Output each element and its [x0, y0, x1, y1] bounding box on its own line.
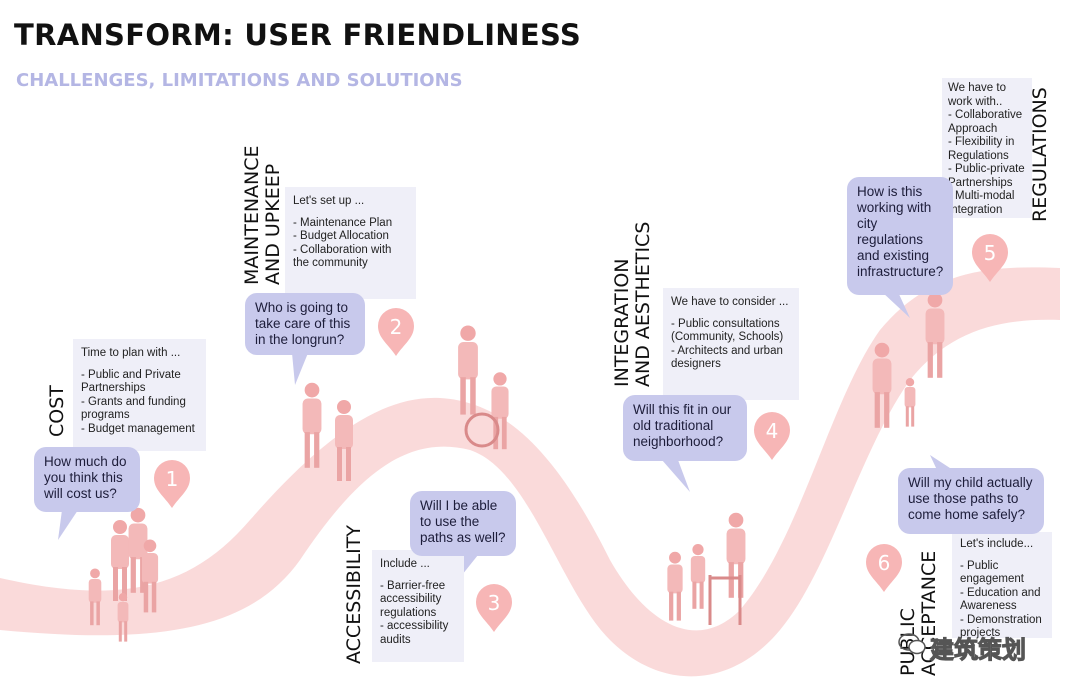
stage-2-note-item: - Budget Allocation — [293, 230, 389, 242]
walker-frame — [708, 575, 742, 625]
stage-4-note-item: - Architects and urban designers — [671, 344, 783, 371]
bubble-tail — [882, 292, 910, 318]
person-figure — [117, 593, 129, 642]
stage-marker-6: 6 — [866, 544, 902, 592]
stage-2-note-item: - Collaboration with the community — [293, 243, 392, 270]
marker-pin — [972, 234, 1008, 282]
stage-3-note-head: Include ... — [380, 558, 430, 570]
stage-6-question: Will my child actually use those paths t… — [908, 475, 1033, 522]
stage-1-note-item: - Public and Private Partnerships — [81, 368, 181, 395]
person-figure — [111, 520, 129, 601]
person-figure — [667, 551, 683, 621]
stage-marker-3: 3 — [476, 584, 512, 632]
stage-3-note-item: - accessibility audits — [380, 620, 449, 646]
marker-number: 1 — [166, 467, 179, 491]
stage-5-note-item: - Flexibility in Regulations — [948, 136, 1015, 162]
stage-5-question-bubble: How is this working with city regulation… — [847, 177, 953, 295]
marker-pin — [754, 412, 790, 460]
stage-4-note-head: We have to consider ... — [671, 296, 789, 308]
bubble-tail — [292, 353, 308, 385]
stage-1-note: Time to plan with ... - Public and Priva… — [73, 339, 206, 451]
stage-marker-1: 1 — [154, 460, 190, 508]
marker-pin — [154, 460, 190, 508]
marker-pin — [866, 544, 902, 592]
stage-4-question-bubble: Will this fit in our old traditional nei… — [623, 395, 747, 461]
bubble-tail — [662, 460, 690, 492]
stage-5-note-item: - Collaborative Approach — [948, 109, 1023, 135]
winding-road — [0, 267, 1060, 677]
stage-2-note-item: - Maintenance Plan — [293, 216, 393, 229]
stage-2-question-bubble: Who is going to take care of this in the… — [245, 293, 365, 355]
marker-number: 4 — [766, 419, 779, 443]
stage-marker-2: 2 — [378, 308, 414, 356]
stage-3-question: Will I be able to use the paths as well? — [420, 498, 506, 545]
marker-pin — [476, 584, 512, 632]
marker-number: 2 — [390, 315, 403, 339]
stage-5-note: We have to work with.. - Collaborative A… — [942, 78, 1032, 218]
stage-5-label: REGULATIONS — [1029, 87, 1051, 222]
stage-6-note-item: - Public engagement — [960, 559, 1024, 586]
stage-1-label: COST — [46, 385, 68, 437]
marker-number: 3 — [488, 591, 501, 615]
person-figure — [904, 378, 916, 427]
stage-1-question: How much do you think this will cost us? — [44, 454, 127, 501]
person-figure — [458, 325, 478, 415]
watermark-text: 建筑策划 — [930, 636, 1027, 665]
stage-6-note-head: Let's include... — [960, 538, 1034, 550]
person-figure — [726, 512, 746, 598]
page-subtitle: CHALLENGES, LIMITATIONS AND SOLUTIONS — [16, 70, 463, 91]
stage-1-note-item: - Grants and funding programs — [81, 395, 186, 422]
person-figure — [872, 342, 892, 428]
person-figure — [690, 544, 706, 609]
stage-marker-5: 5 — [972, 234, 1008, 282]
stage-4-label: INTEGRATION AND AESTHETICS — [611, 221, 654, 387]
stage-5-note-item: - Multi-modal Integration — [948, 190, 1015, 216]
bubble-tail — [462, 555, 478, 575]
stage-1-note-head: Time to plan with ... — [81, 347, 181, 359]
stage-5-note-item: - Public-private Partnerships — [948, 163, 1025, 189]
person-figure — [925, 292, 945, 378]
stage-2-question: Who is going to take care of this in the… — [255, 300, 351, 347]
stage-5-question: How is this working with city regulation… — [857, 184, 944, 279]
page-title: TRANSFORM: USER FRIENDLINESS — [14, 18, 582, 52]
stage-3-question-bubble: Will I be able to use the paths as well? — [410, 491, 516, 556]
stage-3-label: ACCESSIBILITY — [343, 525, 365, 664]
stage-2-note-head: Let's set up ... — [293, 195, 365, 207]
stage-1-question-bubble: How much do you think this will cost us? — [34, 447, 140, 512]
wechat-icon — [898, 633, 926, 655]
stage-marker-4: 4 — [754, 412, 790, 460]
bubble-tail — [930, 455, 953, 470]
stage-6-note-item: - Education and Awareness — [960, 586, 1041, 613]
person-figure — [141, 539, 159, 613]
person-figure — [491, 372, 509, 450]
person-figure — [302, 382, 322, 468]
stage-4-note-item: - Public consultations (Community, Schoo… — [671, 317, 784, 344]
person-figure — [335, 400, 353, 481]
marker-number: 6 — [878, 551, 891, 575]
people-illustrations — [88, 292, 945, 642]
person-figure — [88, 568, 102, 626]
marker-pin — [378, 308, 414, 356]
stage-4-note: We have to consider ... - Public consult… — [663, 288, 799, 400]
stage-4-question: Will this fit in our old traditional nei… — [633, 402, 732, 449]
stage-2-label: MAINTENANCE AND UPKEEP — [241, 145, 284, 285]
stage-2-note: Let's set up ... - Maintenance Plan - Bu… — [285, 187, 416, 299]
stage-3-note-item: - Barrier-free accessibility regulations — [380, 579, 446, 619]
stage-3-note: Include ... - Barrier-free accessibility… — [372, 550, 464, 662]
stage-6-question-bubble: Will my child actually use those paths t… — [898, 468, 1044, 534]
marker-number: 5 — [984, 241, 997, 265]
stage-5-note-head: We have to work with.. — [948, 82, 1006, 108]
stage-6-note-item: - Demonstration projects — [960, 613, 1042, 640]
stage-1-note-item: - Budget management — [81, 422, 195, 435]
wheelchair-wheel — [464, 412, 500, 448]
stage-6-note: Let's include... - Public engagement - E… — [952, 532, 1052, 640]
bubble-tail — [58, 510, 78, 540]
